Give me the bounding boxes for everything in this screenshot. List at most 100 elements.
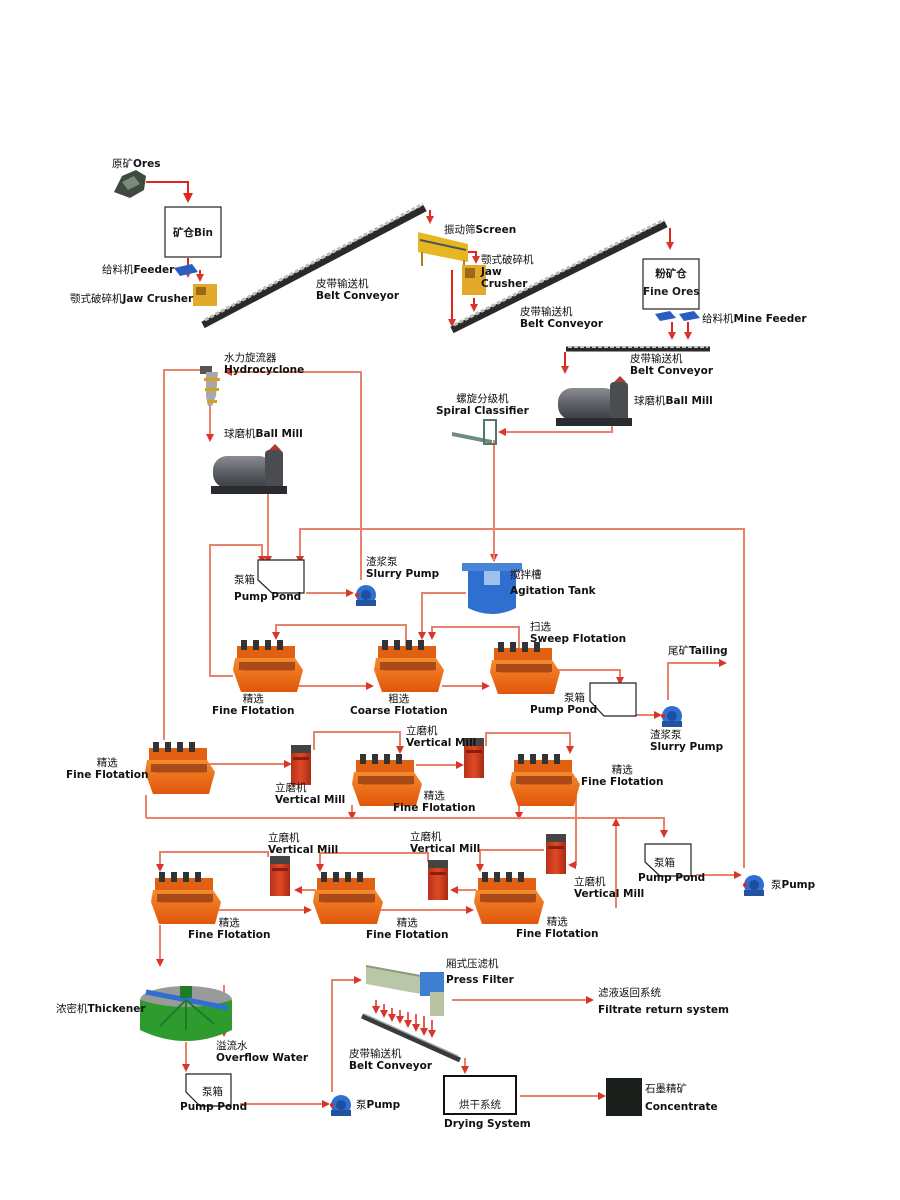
label-mine-feeder: 给料机Mine Feeder	[702, 313, 807, 325]
pump-pond-2-box	[589, 682, 637, 717]
flow-lines	[145, 181, 745, 1108]
fine-flotation-4-icon	[509, 753, 581, 807]
pump-1-icon	[743, 875, 764, 896]
flow-coarse-to-fine1	[272, 624, 407, 648]
label-thickener: 浓密机Thickener	[56, 1003, 146, 1015]
label-ball-mill-1: 球磨机Ball Mill	[634, 395, 713, 407]
jaw-crusher-1-icon	[193, 284, 217, 306]
flow-sweep-to-pond2	[555, 669, 624, 685]
press-filter-drops	[372, 1000, 436, 1038]
vertical-mill-4-icon	[428, 860, 448, 900]
flow-top-loop	[296, 528, 745, 868]
label-pump-2: 泵Pump	[356, 1099, 401, 1111]
fine-ores-box	[642, 258, 700, 310]
bin-box	[164, 206, 222, 258]
flow-vmill1-to-fine3	[313, 731, 404, 754]
flow-pump2-to-pressfilter	[331, 976, 362, 1092]
flow-fine4-to-vmill5	[568, 778, 577, 869]
thickener-icon	[140, 986, 232, 1041]
belt-conveyor-4-icon	[360, 1013, 462, 1063]
label-pump-1: 泵Pump	[771, 879, 816, 891]
spiral-classifier-icon	[452, 419, 497, 445]
belt-conveyor-1-icon	[201, 202, 427, 329]
ball-mill-1-icon	[556, 376, 632, 426]
slurry-pump-2-icon	[661, 706, 682, 727]
concentrate-icon	[606, 1078, 642, 1116]
slurry-pump-1-icon	[355, 585, 376, 606]
flow-return-to-hydrocyclone	[224, 368, 362, 580]
belt-conveyor-2-icon	[450, 218, 668, 334]
flow-sweep-to-coarse	[428, 626, 520, 648]
label-tailing: 尾矿Tailing	[668, 645, 728, 657]
flow-vmill3-to-fine5	[156, 851, 269, 872]
pump-pond-1-box	[257, 559, 305, 594]
hydrocyclone-icon	[200, 366, 220, 406]
flow-fine1-return	[209, 544, 266, 677]
flow-agitation-to-coarse	[418, 592, 466, 640]
pump-pond-4-box	[185, 1073, 232, 1107]
drying-system-box	[443, 1075, 517, 1115]
label-jaw-crusher-1: 颚式破碎机Jaw Crusher	[70, 293, 194, 305]
belt-conveyor-3-icon	[566, 346, 710, 352]
flow-vmill4-to-fine6	[316, 852, 429, 872]
label-drying-system-cn: 烘干系统	[459, 1099, 501, 1111]
vertical-mill-5-icon	[546, 834, 566, 874]
vertical-mill-1-icon	[291, 745, 311, 785]
ore-rock-icon	[114, 170, 146, 198]
pump-2-icon	[330, 1095, 351, 1116]
label-ores: 原矿Ores	[112, 158, 161, 170]
ball-mill-2-icon	[211, 444, 287, 494]
press-filter-icon	[365, 965, 444, 1016]
flow-ores-to-bin	[146, 181, 193, 203]
jaw-crusher-2-icon	[462, 265, 486, 295]
feeder-icon	[174, 264, 198, 276]
sweep-flotation-icon	[489, 641, 561, 695]
flow-middling-line	[146, 817, 668, 838]
coarse-flotation-icon	[373, 639, 445, 693]
label-drying-system-en: Drying System	[444, 1118, 531, 1130]
mine-feeder-icon	[655, 311, 700, 321]
fine-flotation-2-icon	[144, 741, 216, 795]
label-screen: 振动筛Screen	[444, 224, 517, 236]
vertical-mill-3-icon	[270, 856, 290, 896]
vibrating-screen-icon	[418, 232, 468, 272]
agitation-tank-icon	[462, 563, 522, 614]
flow-vmill2-to-fine4	[485, 732, 574, 754]
flow-vmill5-to-fine7	[476, 849, 544, 872]
fine-flotation-1-icon	[232, 639, 304, 693]
label-bin: 矿仓Bin	[172, 227, 214, 239]
flow-hydrocyclone-overflow	[163, 369, 208, 740]
